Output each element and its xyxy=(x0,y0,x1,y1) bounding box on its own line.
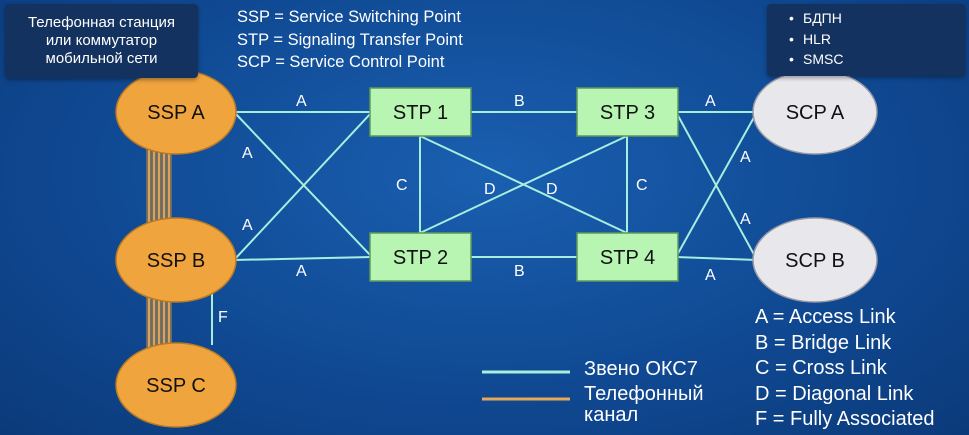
node-ssp-a: SSP A xyxy=(115,69,237,155)
node-scp-a: SCP A xyxy=(752,69,878,155)
link-stp-4-scp-a xyxy=(675,111,758,258)
link-type-legend: A = Access Link B = Bridge Link C = Cros… xyxy=(755,305,935,433)
link-label-a: A xyxy=(740,211,751,228)
link-label-a: A xyxy=(705,93,716,110)
node-label: STP 2 xyxy=(393,247,448,269)
legend-label-voice-channel: Телефонный канал xyxy=(584,384,704,426)
node-label: SCP A xyxy=(786,102,845,124)
node-stp-4: STP 4 xyxy=(576,232,679,282)
legend-label-ss7-link: Звено ОКС7 xyxy=(584,358,698,380)
link-stp-4-scp-b xyxy=(675,256,758,261)
link-type-item: A = Access Link xyxy=(755,306,896,328)
link-label-c: C xyxy=(636,177,648,194)
node-ssp-b: SSP B xyxy=(115,217,237,303)
node-label: SSP C xyxy=(146,375,206,397)
callout-switch: Телефонная станция или коммутатор мобиль… xyxy=(5,4,198,78)
node-stp-1: STP 1 xyxy=(369,87,472,137)
link-label-d: D xyxy=(484,181,496,198)
link-type-item: F = Fully Associated xyxy=(755,408,935,430)
legend-label-voice-channel-line: канал xyxy=(584,404,639,426)
node-label: SSP B xyxy=(147,250,206,272)
link-label-a: A xyxy=(740,149,751,166)
node-label: STP 1 xyxy=(393,102,448,124)
node-stp-3: STP 3 xyxy=(576,87,679,137)
callout-database-item: HLR xyxy=(767,29,965,50)
link-stp-2-stp-3 xyxy=(419,135,628,234)
abbreviation-item: STP = Signaling Transfer Point xyxy=(237,30,463,49)
callout-database-item: SMSC xyxy=(767,49,965,70)
node-label: STP 4 xyxy=(600,247,655,269)
callout-databases: БДПН HLR SMSC xyxy=(767,4,965,76)
link-label-b: B xyxy=(514,263,525,280)
node-label: STP 3 xyxy=(600,102,655,124)
link-label-d: D xyxy=(546,181,558,198)
link-type-item: B = Bridge Link xyxy=(755,331,892,354)
link-type-item: D = Diagonal Link xyxy=(755,382,914,405)
node-ssp-c: SSP C xyxy=(115,342,237,428)
link-label-a: A xyxy=(705,267,716,284)
abbreviation-item: SSP = Service Switching Point xyxy=(237,8,461,26)
callout-switch-line: мобильной сети xyxy=(45,50,158,67)
node-stp-2: STP 2 xyxy=(369,232,472,282)
link-label-a: A xyxy=(296,263,307,280)
link-ssp-b-stp-2 xyxy=(233,256,373,261)
link-type-item: C = Cross Link xyxy=(755,357,887,379)
node-label: SSP A xyxy=(147,102,205,124)
link-label-f: F xyxy=(218,309,228,326)
abbreviation-legend: SSP = Service Switching Point STP = Sign… xyxy=(237,6,463,74)
legend-label-voice-channel-line: Телефонный xyxy=(584,383,704,405)
link-label-a: A xyxy=(242,145,253,162)
link-label-b: B xyxy=(514,93,525,110)
ss7-links xyxy=(211,111,758,345)
link-label-a: A xyxy=(242,217,253,234)
link-label-a: A xyxy=(296,93,307,110)
node-label: SCP B xyxy=(785,250,845,272)
link-ssp-a-stp-2 xyxy=(233,111,373,258)
callout-switch-line: Телефонная станция xyxy=(27,14,176,31)
callout-switch-line: или коммутатор xyxy=(45,32,158,49)
link-ssp-b-stp-1 xyxy=(233,111,373,261)
node-scp-b: SCP B xyxy=(752,217,878,303)
callout-database-item: БДПН xyxy=(767,8,965,29)
link-label-c: C xyxy=(396,177,408,194)
abbreviation-item: SCP = Service Control Point xyxy=(237,53,445,71)
